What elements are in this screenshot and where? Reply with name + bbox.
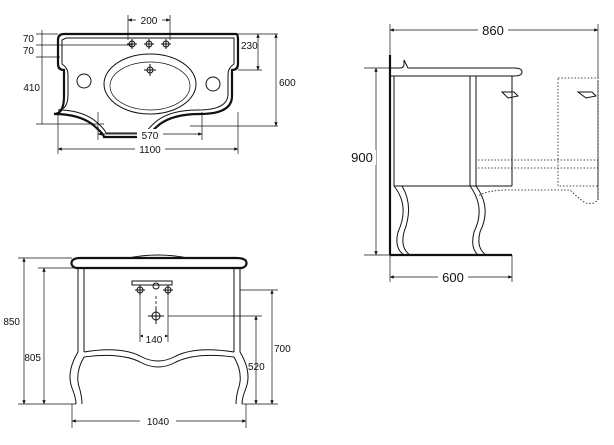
dim-back-step: 230 — [241, 41, 258, 52]
dim-front-drawer-height: 700 — [274, 344, 291, 355]
front-drain-left-icon — [135, 285, 145, 295]
dim-front-base-width: 1040 — [147, 417, 170, 428]
soap-recess-left — [76, 73, 92, 89]
soap-recess-right — [205, 76, 221, 92]
bowl — [103, 53, 197, 115]
drain-icon — [144, 64, 156, 76]
front-view: 140 850 805 700 520 1040 — [3, 254, 291, 428]
tap-hole-center-icon — [144, 39, 154, 49]
dim-edge-to-tap-row: 70 — [23, 34, 35, 45]
siphon-icon — [148, 308, 164, 324]
door-open-outline — [557, 77, 599, 187]
side-leg-front-inner — [475, 185, 487, 256]
side-view: 860 900 600 — [350, 23, 599, 285]
open-handle-icon — [576, 91, 598, 99]
front-leg-left — [69, 351, 79, 405]
dim-side-cabinet-depth: 600 — [442, 270, 464, 285]
dim-side-overall-depth: 860 — [482, 23, 504, 38]
front-apron — [83, 349, 235, 362]
basin-outline — [53, 32, 240, 139]
side-leg-back-inner — [401, 185, 411, 256]
dim-front-leg-height: 520 — [248, 362, 265, 373]
dim-drain-spacing: 140 — [146, 335, 163, 346]
dim-side-height: 900 — [351, 150, 373, 165]
bowl-inner — [109, 61, 191, 111]
dim-bowl-depth: 410 — [23, 83, 40, 94]
dim-front-cabinet-height: 805 — [24, 353, 41, 364]
tap-hole-left-icon — [127, 39, 137, 49]
dim-overall-depth: 600 — [279, 78, 296, 89]
side-leg-back — [393, 185, 405, 256]
tap-hole-right-icon — [161, 39, 171, 49]
dim-front-overall-height: 850 — [3, 317, 20, 328]
dim-tap-row-to-hole: 70 — [23, 46, 35, 57]
side-leg-front — [469, 185, 480, 256]
dim-faucet-spacing: 200 — [141, 16, 158, 27]
drawer-open-outline — [477, 159, 599, 204]
front-drain-right-icon — [163, 285, 173, 295]
side-handle-icon — [500, 91, 520, 99]
front-leg-right — [239, 351, 249, 405]
dim-overall-width: 1100 — [139, 145, 161, 156]
front-handle-icon — [131, 280, 173, 286]
side-top-slab — [390, 59, 523, 77]
top-view: 200 70 70 410 230 600 570 1100 — [23, 14, 296, 156]
front-top-slab — [70, 256, 248, 270]
dim-cabinet-width: 570 — [142, 131, 159, 142]
front-drain-center-icon — [152, 282, 160, 290]
